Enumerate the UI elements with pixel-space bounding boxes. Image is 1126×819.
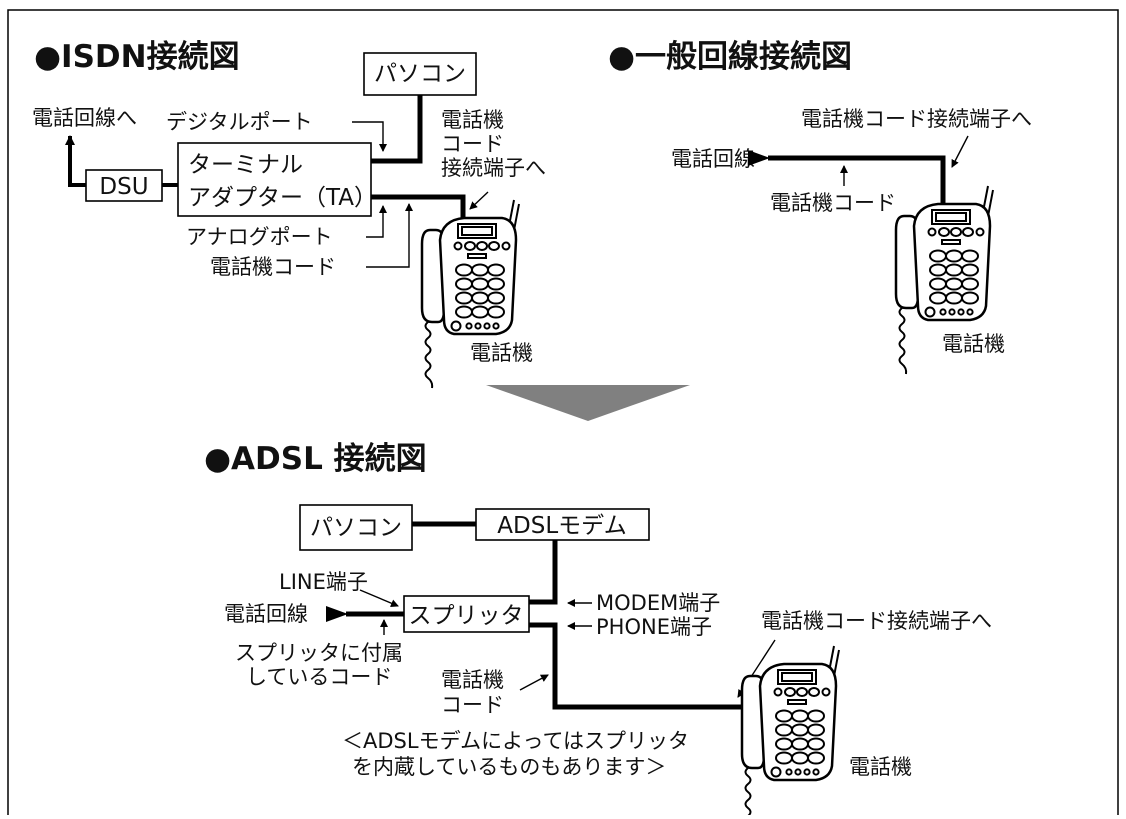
adsl-line-port-pointer [359, 589, 399, 607]
isdn-jack-label-1: 電話機 [441, 108, 504, 132]
general-title: ●一般回線接続図 [608, 39, 852, 75]
isdn-phone-label: 電話機 [470, 341, 533, 365]
adsl-modem-box [475, 508, 650, 541]
adsl-pc-label: パソコン [310, 515, 402, 541]
adsl-pc-box [299, 504, 413, 551]
adsl-splitter-phone-cable [529, 622, 750, 710]
general-phone-line-label: 電話回線 [671, 147, 755, 171]
isdn-jack-label-3: 接続端子へ [441, 156, 546, 180]
adsl-splitter-cord-label-2: しているコード [246, 665, 392, 689]
isdn-ta-box [177, 142, 372, 217]
general-line-cable [748, 150, 946, 220]
isdn-ta-label-1: ターミナル [188, 152, 303, 178]
down-triangle-arrow-icon [486, 385, 690, 421]
adsl-phone-label: 電話機 [849, 755, 912, 779]
isdn-section: ●ISDN接続図 パソコン 電話回線へ DSU ターミナル アダプター（TA） … [32, 39, 546, 390]
isdn-phone-cord-pointer [366, 203, 413, 268]
adsl-title: ●ADSL 接続図 [204, 441, 427, 477]
adsl-splitter-label: スプリッタ [409, 603, 524, 629]
isdn-analog-port-pointer [366, 205, 387, 238]
adsl-note-line-1: ＜ADSLモデムによってはスプリッタ [342, 729, 689, 753]
isdn-analog-port-label: アナログポート [186, 225, 333, 249]
isdn-line-arrow [65, 135, 86, 187]
adsl-line-port-label: LINE端子 [279, 570, 368, 594]
general-phone-label: 電話機 [942, 332, 1005, 356]
general-jack-pointer [951, 135, 969, 168]
isdn-title: ●ISDN接続図 [34, 39, 240, 75]
adsl-section: ●ADSL 接続図 パソコン ADSLモデム スプリッタ 電話回線 LINE端子… [204, 441, 992, 819]
isdn-digital-port-label: デジタルポート [166, 110, 313, 134]
adsl-modem-splitter-cable [529, 540, 558, 605]
isdn-digital-cable [371, 95, 423, 164]
adsl-telephone-icon [740, 644, 841, 819]
general-section: ●一般回線接続図 電話機コード接続端子へ 電話回線 電話機コード 電話機 [608, 39, 1032, 376]
isdn-phone-cord-label: 電話機コード [210, 255, 336, 279]
adsl-modem-port-label: MODEM端子 [596, 591, 720, 615]
isdn-digital-port-pointer [352, 121, 387, 152]
isdn-jack-label-2: コード [441, 132, 504, 156]
adsl-note-line-2: を内蔵しているものもあります＞ [352, 755, 666, 779]
general-phone-cord-label: 電話機コード [770, 191, 896, 215]
adsl-jack-label: 電話機コード接続端子へ [761, 609, 992, 633]
adsl-splitter-box [403, 595, 530, 633]
general-jack-label: 電話機コード接続端子へ [801, 107, 1032, 131]
adsl-phone-line-label: 電話回線 [224, 602, 308, 626]
isdn-dsu-label: DSU [99, 174, 148, 200]
adsl-splitter-cord-label-1: スプリッタに付属 [235, 641, 403, 665]
isdn-jack-pointer [469, 191, 489, 210]
outer-frame [7, 9, 1119, 815]
isdn-dsu-box [85, 169, 163, 202]
adsl-phone-cord-label-2: コード [441, 693, 504, 717]
adsl-phone-port-label: PHONE端子 [596, 615, 712, 639]
adsl-phone-cord-pointer [519, 674, 549, 691]
isdn-pc-label: パソコン [374, 61, 466, 87]
adsl-phone-cord-label-1: 電話機 [441, 668, 504, 692]
adsl-modem-label: ADSLモデム [497, 513, 626, 539]
isdn-ta-label-2: アダプター（TA） [188, 185, 377, 211]
isdn-phone-line-label: 電話回線へ [32, 106, 137, 130]
